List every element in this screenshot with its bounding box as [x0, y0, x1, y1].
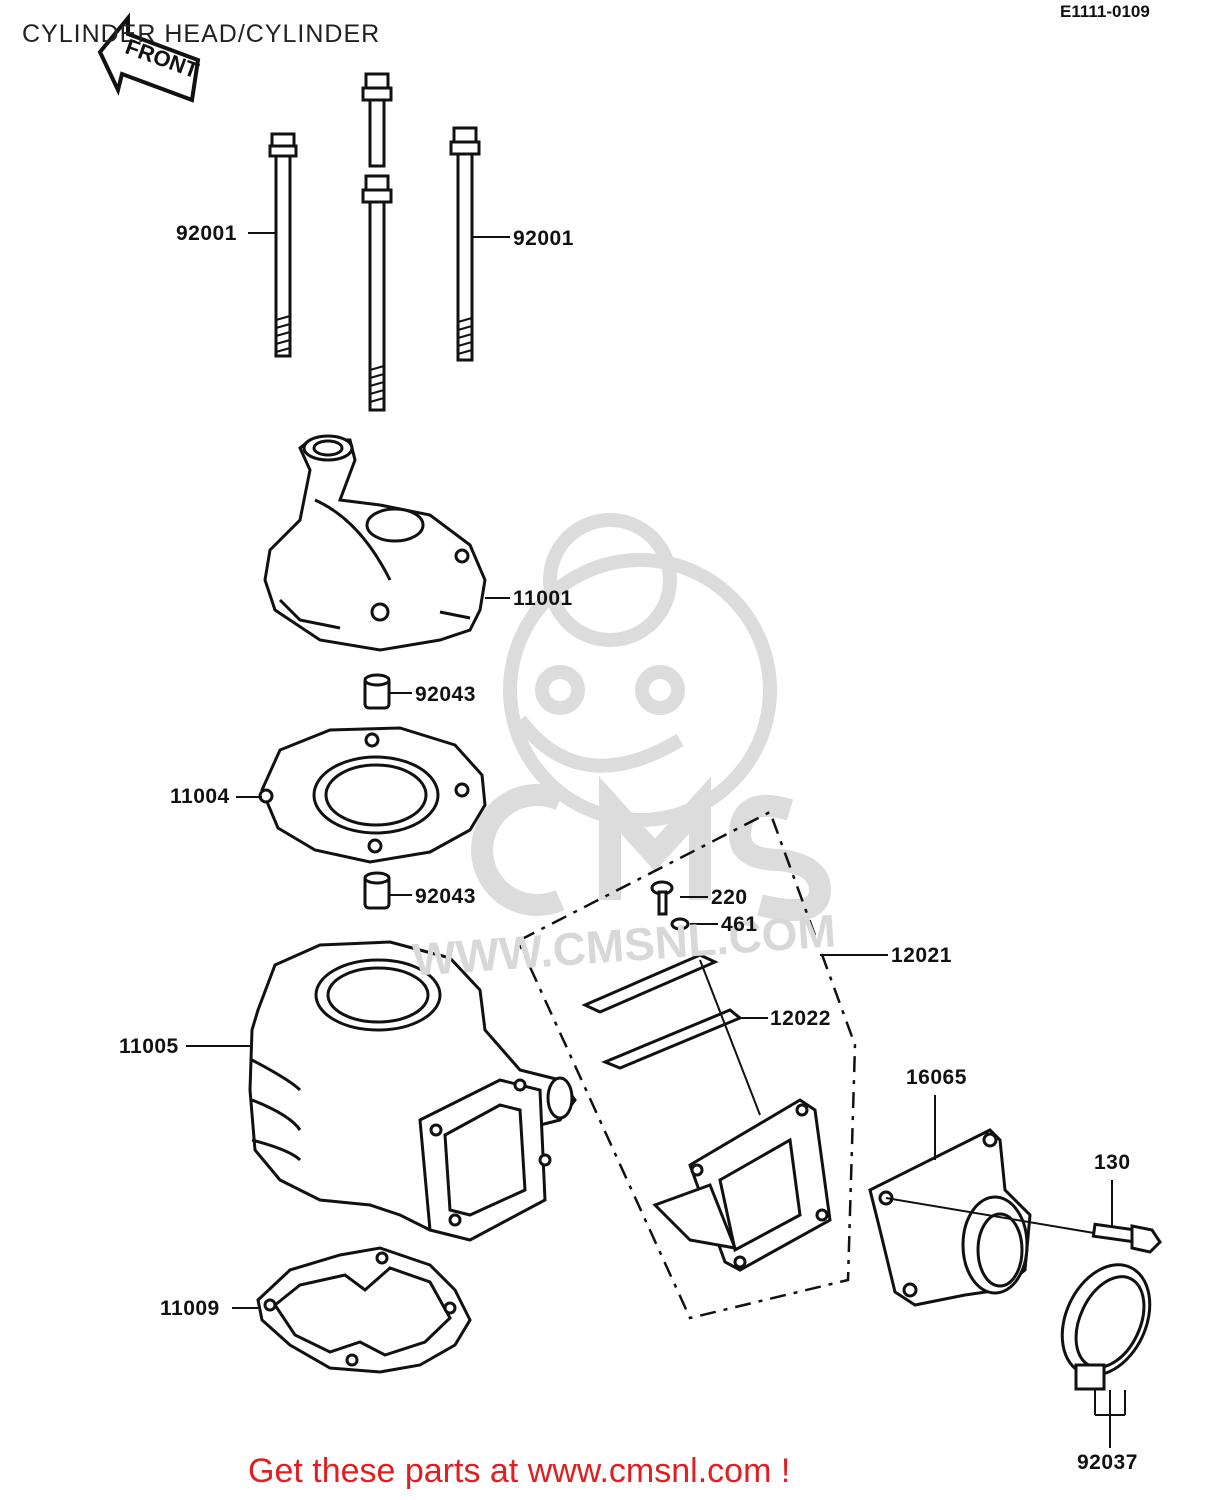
callout-12022: 12022	[770, 1007, 831, 1030]
dowel-pin-top	[363, 673, 391, 710]
cylinder-head	[263, 434, 487, 652]
bolt-center	[361, 174, 393, 412]
page-title: CYLINDER HEAD/CYLINDER	[22, 20, 381, 48]
reed-stopper	[581, 953, 719, 1014]
bolt-130	[1091, 1222, 1162, 1254]
callout-92001-left: 92001	[176, 222, 237, 245]
footer-link-text[interactable]: Get these parts at www.cmsnl.com !	[248, 1452, 791, 1490]
dowel-pin-bottom	[363, 871, 391, 910]
cylinder	[248, 940, 577, 1242]
callout-92037: 92037	[1077, 1451, 1138, 1474]
callout-12021: 12021	[891, 944, 952, 967]
screw-220	[650, 880, 674, 916]
carburetor-holder	[868, 1128, 1032, 1307]
bolt-center-top	[361, 72, 393, 168]
washer-461	[670, 917, 690, 931]
bolt-left	[268, 132, 298, 358]
watermark-logo	[503, 513, 777, 827]
callout-16065: 16065	[906, 1066, 967, 1089]
base-gasket	[256, 1246, 472, 1374]
callout-11004: 11004	[170, 785, 230, 808]
reed-valve-enclosure	[518, 810, 857, 1320]
reed-block	[652, 1098, 832, 1272]
watermark-cms-letters	[471, 776, 832, 921]
leader-lines	[186, 232, 1126, 1448]
front-arrow-icon	[97, 12, 201, 103]
callout-11009: 11009	[160, 1297, 220, 1320]
callout-92043-top: 92043	[415, 683, 476, 706]
bolt-right	[449, 126, 481, 362]
reed-12022	[601, 1008, 743, 1070]
callout-92001-right: 92001	[513, 227, 574, 250]
diagram-code: E1111-0109	[1060, 2, 1150, 21]
callout-461: 461	[721, 913, 758, 936]
callout-11005: 11005	[119, 1035, 179, 1058]
callout-220: 220	[711, 886, 748, 909]
callout-11001: 11001	[513, 587, 573, 610]
clamp	[1060, 1263, 1152, 1391]
callout-92043-bottom: 92043	[415, 885, 476, 908]
callout-130: 130	[1094, 1151, 1131, 1174]
head-gasket	[258, 726, 487, 864]
